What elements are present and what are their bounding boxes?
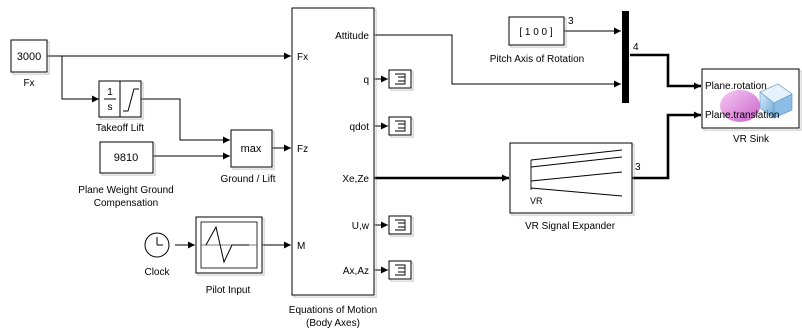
expander-inner-label: VR	[530, 196, 543, 206]
vr-sink-port-rotation: Plane.rotation	[705, 81, 767, 92]
eom-input-fx: Fx	[297, 52, 308, 63]
pilot-label: Pilot Input	[206, 285, 251, 296]
takeoff-lift-block[interactable]: 1 s	[98, 80, 142, 118]
signal-width-expander: 3	[635, 162, 641, 173]
fx-constant-block[interactable]: 3000	[10, 39, 48, 73]
pilot-signal-icon	[205, 225, 249, 264]
vr-sink-port-translation: Plane.translation	[705, 110, 780, 121]
terminator-q[interactable]	[388, 69, 412, 89]
eom-output-xeze: Xe,Ze	[342, 174, 369, 185]
eom-block[interactable]: Fx Fz M Attitude q qdot Xe,Ze U,w Ax,Az	[291, 7, 375, 296]
clock-label: Clock	[144, 267, 170, 278]
vr-sink-block[interactable]: Plane.rotation Plane.translation	[701, 68, 800, 129]
clock-block[interactable]	[144, 232, 170, 258]
eom-label-line1: Equations of Motion	[289, 305, 377, 316]
eom-output-axaz: Ax,Az	[343, 266, 369, 277]
vr-signal-expander-block[interactable]: VR	[509, 142, 633, 214]
terminator-uw[interactable]	[388, 215, 412, 235]
eom-output-qdot: qdot	[350, 122, 370, 133]
mux-block[interactable]	[622, 11, 629, 103]
eom-output-uw: U,w	[352, 221, 370, 232]
signal-width-pitch: 3	[568, 16, 574, 27]
vr-cube-icon	[759, 83, 793, 119]
max-block[interactable]: max	[230, 129, 273, 168]
signal-expander-to-vrsink[interactable]	[632, 111, 701, 180]
eom-input-fz: Fz	[297, 144, 308, 155]
weight-label-line2: Compensation	[94, 198, 158, 209]
saturation-icon	[123, 88, 139, 112]
takeoff-integrator-den: s	[108, 102, 113, 113]
expander-label: VR Signal Expander	[525, 221, 616, 232]
eom-input-m: M	[297, 241, 305, 252]
pitch-axis-label: Pitch Axis of Rotation	[490, 54, 585, 65]
vr-sphere-icon	[720, 90, 760, 122]
max-op: max	[241, 143, 262, 155]
eom-output-attitude: Attitude	[335, 31, 369, 42]
signal-attitude-to-mux[interactable]	[374, 34, 621, 88]
terminator-axaz[interactable]	[388, 260, 412, 280]
expander-icon	[530, 149, 623, 197]
signal-lines	[47, 27, 621, 274]
eom-output-q: q	[363, 75, 369, 86]
weight-value: 9810	[114, 152, 138, 164]
pitch-axis-block[interactable]: [ 1 0 0 ]	[508, 16, 565, 46]
signal-mux-to-vrsink[interactable]	[630, 53, 701, 90]
vr-sink-label: VR Sink	[733, 134, 770, 145]
fx-label: Fx	[23, 78, 34, 89]
pilot-input-block[interactable]	[195, 216, 263, 274]
takeoff-integrator-num: 1	[107, 87, 113, 98]
terminator-qdot[interactable]	[388, 116, 412, 136]
signal-takeoff-to-max[interactable]	[141, 98, 230, 144]
weight-label-line1: Plane Weight Ground	[78, 185, 173, 196]
takeoff-label: Takeoff Lift	[96, 123, 144, 134]
fx-value: 3000	[17, 51, 41, 63]
pitch-axis-value: [ 1 0 0 ]	[519, 27, 553, 38]
signal-fx-to-takeoff[interactable]	[61, 56, 99, 103]
eom-label-line2: (Body Axes)	[306, 318, 360, 329]
vector-signal-lines	[374, 53, 701, 182]
max-label: Ground / Lift	[220, 174, 275, 185]
signal-width-mux: 4	[633, 42, 639, 53]
weight-constant-block[interactable]: 9810	[99, 141, 154, 174]
